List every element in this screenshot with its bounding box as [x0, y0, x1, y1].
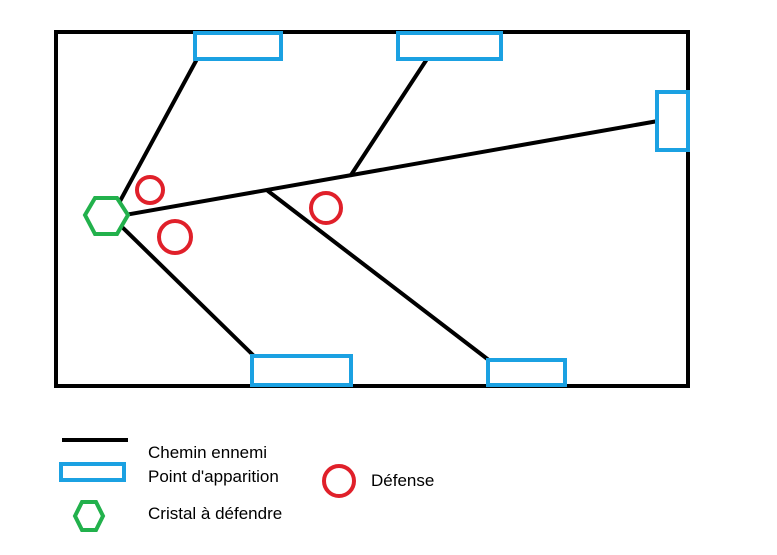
legend-crystal-swatch — [72, 500, 106, 532]
spawn-point-top-middle — [396, 31, 503, 61]
path-bottom-left — [118, 223, 257, 359]
path-main — [123, 119, 660, 217]
defense-top-left — [135, 175, 165, 205]
legend-crystal-label: Cristal à défendre — [148, 504, 282, 523]
path-bottom-right — [266, 189, 492, 363]
defenses — [135, 175, 343, 255]
crystal-hexagon — [82, 196, 131, 236]
path-top-middle — [349, 57, 429, 177]
spawn-point-bottom-left — [250, 354, 353, 387]
legend-defense-label: Défense — [371, 471, 434, 490]
legend-defense-swatch — [322, 464, 356, 498]
legend-spawn-label: Point d'apparition — [148, 467, 279, 486]
spawn-point-right — [655, 90, 690, 152]
legend-path-label: Chemin ennemi — [148, 443, 267, 462]
legend-spawn-swatch — [59, 462, 126, 482]
defense-bottom-left — [157, 219, 193, 255]
spawn-point-top-left — [193, 31, 283, 61]
spawn-point-bottom-right — [486, 358, 567, 387]
path-top-left — [117, 57, 199, 205]
enemy-paths — [117, 57, 660, 363]
map-border — [54, 30, 690, 388]
spawn-points — [193, 31, 690, 387]
legend: Chemin ennemi Point d'apparition Cristal… — [59, 438, 434, 532]
defense-center — [309, 191, 343, 225]
